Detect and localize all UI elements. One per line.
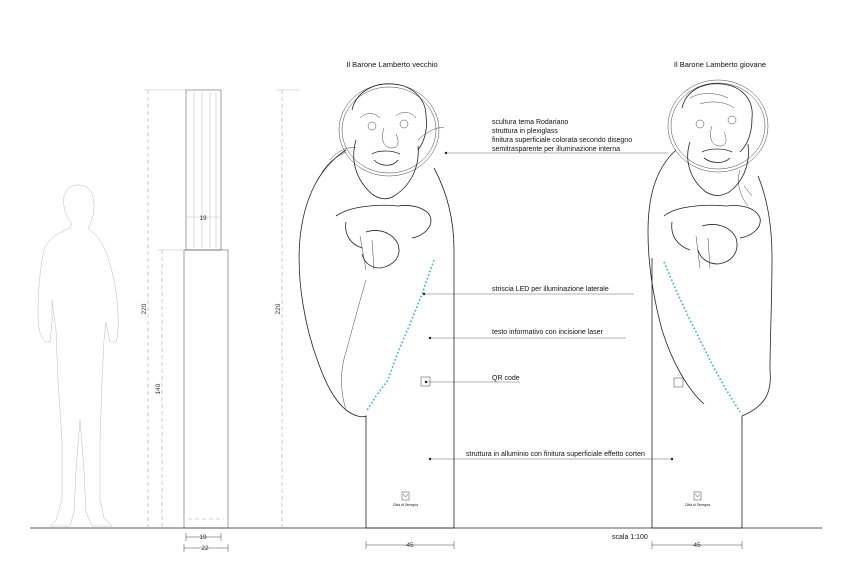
note-sculpture-line-3: finitura superficiale colorata secondo d… (492, 137, 632, 144)
side-elevation: 220 140 19 19 22 (141, 89, 229, 552)
dim-side-height-220: 220 (141, 303, 148, 314)
city-logo-young: Città di Omegna (685, 491, 710, 507)
qr-code-old (420, 376, 431, 387)
note-qr: QR code (492, 375, 520, 382)
dim-base-width-old: 45 (406, 542, 414, 549)
cloak-outline-old (298, 149, 455, 529)
arms-young (663, 204, 761, 265)
city-logo-old: Città di Omegna (393, 491, 418, 507)
scale-label: scala 1:100 (612, 534, 648, 541)
note-laser: testo informativo con incisione laser (492, 329, 604, 336)
human-silhouette (37, 184, 119, 527)
dim-bottom-inner-width: 19 (199, 534, 207, 541)
dim-bottom-outer-width: 22 (201, 545, 209, 552)
annotation-led: striscia LED per illuminazione laterale (422, 286, 634, 296)
crest-icon (693, 491, 702, 501)
note-sculpture-line-2: struttura in plexiglass (492, 128, 558, 135)
title-barone-vecchio: Il Barone Lamberto vecchio (346, 60, 437, 69)
qr-code-young (673, 377, 684, 388)
led-strip-old (365, 259, 435, 413)
arms-old (335, 204, 432, 269)
cloak-outline-young (647, 149, 773, 529)
barone-vecchio-figure (298, 83, 455, 529)
led-strip-young (663, 261, 741, 413)
title-barone-giovane: Il Barone Lamberto giovane (674, 60, 766, 69)
barone-giovane-figure (647, 79, 773, 529)
dim-side-height-140: 140 (155, 383, 162, 394)
annotation-qr: QR code (424, 375, 520, 384)
note-sculpture-line-4: semitrasparente per illuminazione intern… (492, 146, 620, 153)
logo-text-young: Città di Omegna (685, 503, 710, 507)
note-sculpture-line-1: scultura tema Rodariano (492, 119, 568, 126)
head-young (681, 83, 753, 153)
annotation-sculpture: scultura tema Rodariano struttura in ple… (444, 119, 668, 155)
head-old (351, 83, 427, 151)
halo-young (667, 79, 769, 173)
dim-base-width-young: 45 (693, 542, 701, 549)
beard-young (687, 141, 749, 196)
crest-icon (401, 491, 410, 501)
dim-front-height-220: 220 (275, 303, 282, 314)
annotation-laser: testo informativo con incisione laser (428, 329, 626, 340)
logo-text-old: Città di Omegna (393, 503, 418, 507)
note-led: striscia LED per illuminazione laterale (492, 286, 609, 293)
beard-old (353, 139, 419, 200)
annotation-structure: struttura in alluminio con finitura supe… (428, 451, 674, 461)
dim-top-width: 19 (199, 215, 207, 222)
side-base-column (183, 249, 229, 529)
note-structure: struttura in alluminio con finitura supe… (466, 451, 645, 458)
